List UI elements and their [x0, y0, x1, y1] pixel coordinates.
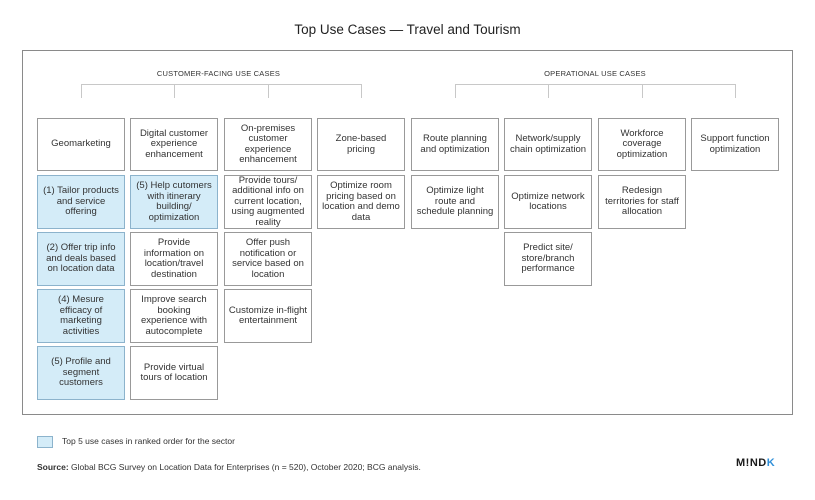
legend-swatch: [37, 436, 53, 448]
use-case-cell: Provide tours/ additional info on curren…: [224, 175, 312, 229]
top-use-case-cell: (2) Offer trip info and deals based on l…: [37, 232, 125, 286]
source-note: Source: Global BCG Survey on Location Da…: [37, 462, 421, 472]
top-use-case-cell: (5) Profile and segment customers: [37, 346, 125, 400]
use-case-cell: Offer push notification or service based…: [224, 232, 312, 286]
use-case-cell: Customize in-flight entertainment: [224, 289, 312, 343]
operational-group-label: OPERATIONAL USE CASES: [544, 69, 646, 78]
logo-main: M!ND: [736, 457, 767, 469]
use-case-cell: Redesign territories for staff allocatio…: [598, 175, 686, 229]
use-case-cell: Optimize network locations: [504, 175, 592, 229]
use-case-cell: Improve search booking experience with a…: [130, 289, 218, 343]
customer-facing-group-label: CUSTOMER-FACING USE CASES: [156, 69, 281, 78]
column-header: Route planning and optimization: [411, 118, 499, 171]
source-text: Global BCG Survey on Location Data for E…: [68, 462, 421, 472]
column-header: Network/supply chain optimization: [504, 118, 592, 171]
diagram-frame: [22, 50, 793, 415]
logo-accent: K: [766, 457, 776, 469]
column-header: Zone-based pricing: [317, 118, 405, 171]
column-header: Geomarketing: [37, 118, 125, 171]
use-case-cell: Provide virtual tours of location: [130, 346, 218, 400]
legend-text: Top 5 use cases in ranked order for the …: [62, 436, 235, 446]
top-use-case-cell: (4) Mesure efficacy of marketing activit…: [37, 289, 125, 343]
use-case-cell: Predict site/ store/branch performance: [504, 232, 592, 286]
column-header: On-premises customer experience enhancem…: [224, 118, 312, 171]
column-header: Digital customer experience enhancement: [130, 118, 218, 171]
use-case-cell: Provide information on location/travel d…: [130, 232, 218, 286]
use-case-cell: Optimize room pricing based on location …: [317, 175, 405, 229]
column-header: Workforce coverage optimization: [598, 118, 686, 171]
column-header: Support function optimization: [691, 118, 779, 171]
source-label: Source:: [37, 462, 69, 472]
top-use-case-cell: (1) Tailor products and service offering: [37, 175, 125, 229]
page-title: Top Use Cases — Travel and Tourism: [294, 22, 521, 37]
mindk-logo: M!NDK: [736, 457, 775, 469]
use-case-cell: Optimize light route and schedule planni…: [411, 175, 499, 229]
top-use-case-cell: (5) Help cutomers with itinerary buildin…: [130, 175, 218, 229]
